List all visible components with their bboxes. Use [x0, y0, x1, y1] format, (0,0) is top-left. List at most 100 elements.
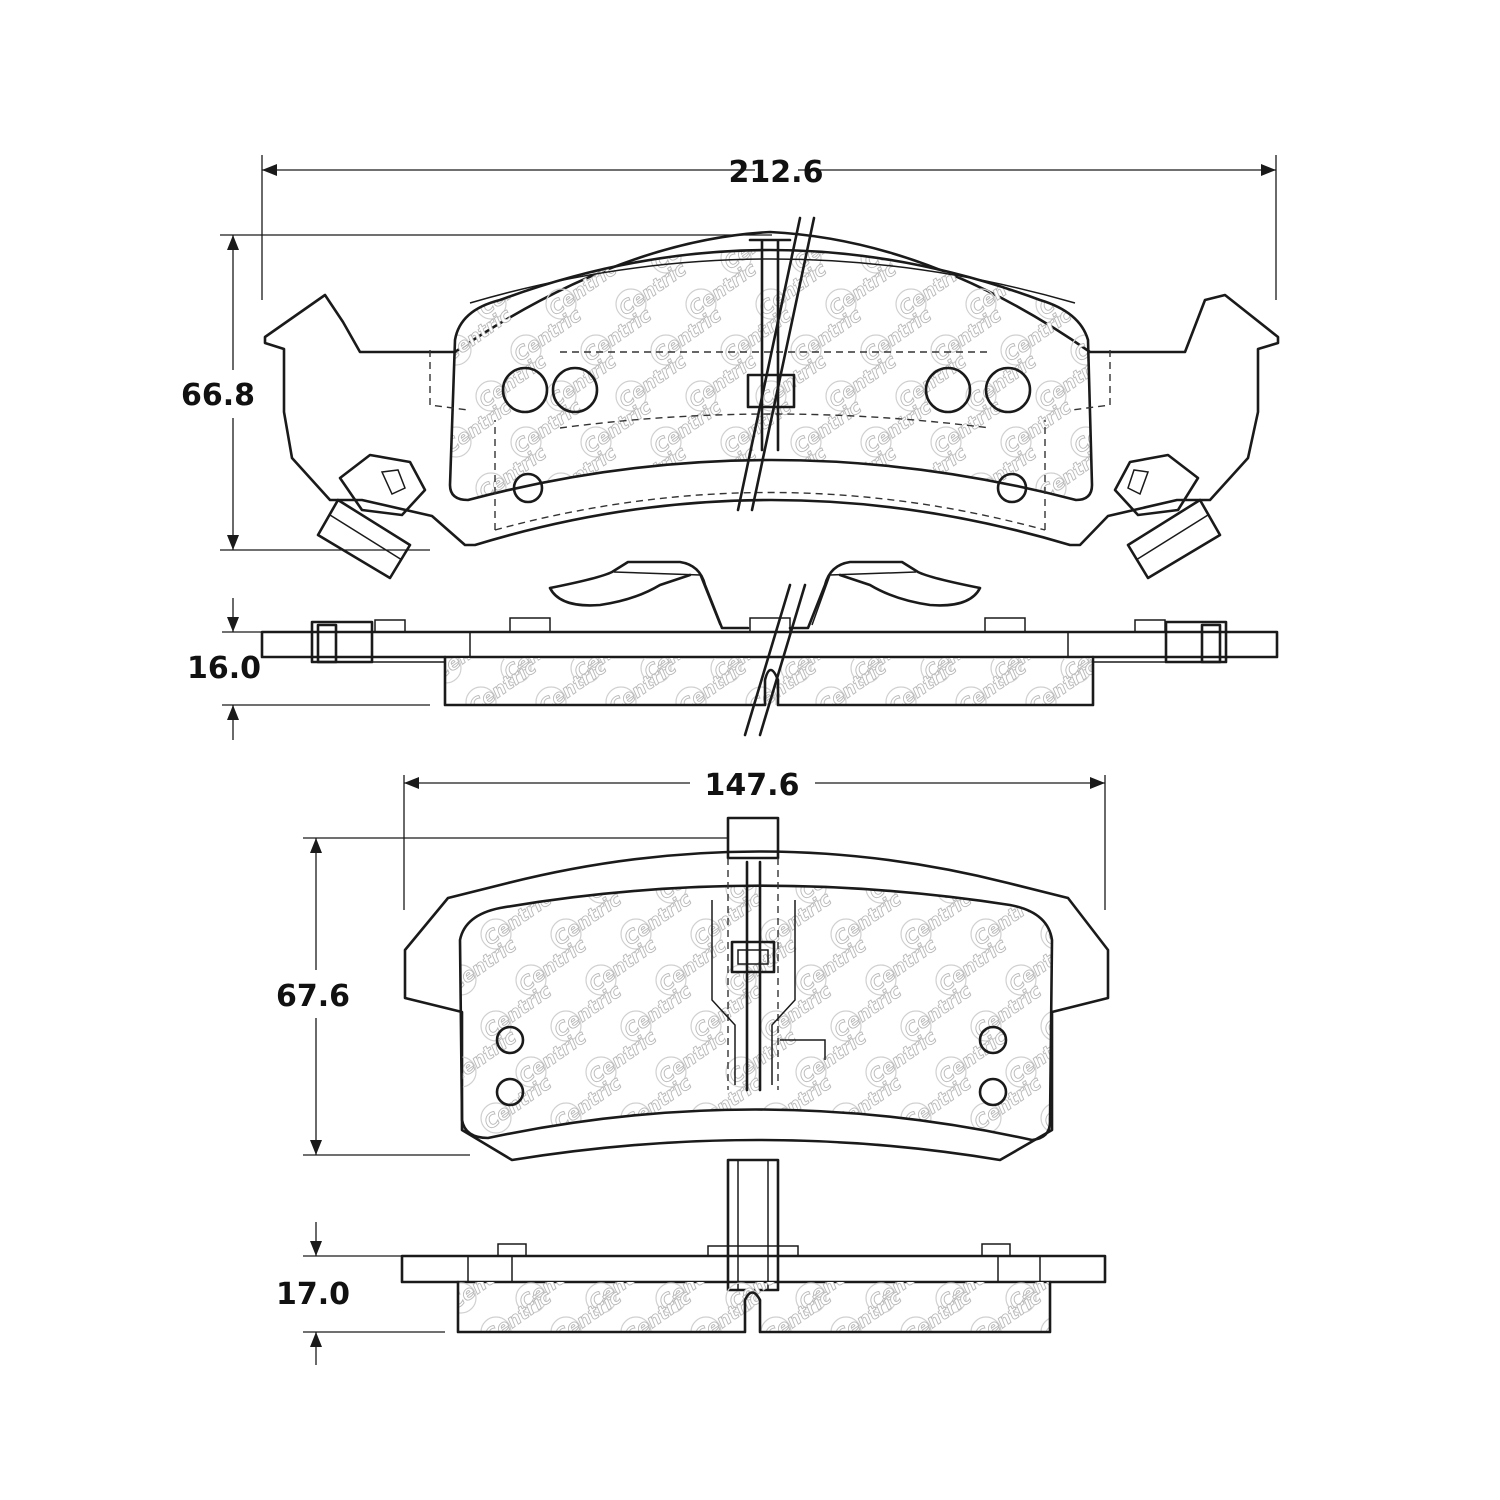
watermark-text: Centric — [620, 888, 696, 950]
watermark-text: Centric — [930, 304, 1006, 366]
watermark-ring — [990, 658, 1022, 684]
watermark-ring — [830, 1316, 862, 1332]
watermark-ring — [720, 334, 752, 366]
watermark-text: Centric — [1070, 396, 1146, 458]
watermark-text: Centric — [1035, 258, 1111, 320]
pad1-side-view: CentricCentricCentricCentricCentricCentr… — [260, 560, 1279, 737]
watermark-ring — [650, 334, 682, 366]
watermark-ring — [1070, 250, 1092, 274]
watermark-ring — [545, 288, 577, 320]
watermark-ring — [965, 380, 997, 412]
watermark-text: Centric — [930, 212, 1006, 274]
watermark-text: Centric — [475, 350, 551, 412]
watermark-text: Centric — [725, 1026, 801, 1088]
watermark-ring — [675, 686, 707, 705]
watermark-text: Centric — [825, 350, 901, 412]
watermark-text: Centric — [935, 842, 1011, 904]
watermark-ring — [580, 426, 612, 458]
watermark-text: Centric — [685, 350, 761, 412]
dim-pad1-height: 66.8 — [181, 378, 255, 413]
watermark-text: Centric — [440, 304, 516, 366]
watermark-ring — [865, 964, 897, 996]
watermark-ring — [1000, 250, 1032, 274]
watermark-ring — [510, 334, 542, 366]
pad2-side-friction — [456, 1280, 1052, 1334]
watermark-ring — [725, 1282, 757, 1314]
watermark-ring — [580, 334, 612, 366]
watermark-text: Centric — [795, 842, 871, 904]
watermark-ring — [825, 288, 857, 320]
watermark-ring — [685, 380, 717, 412]
pad2-side-backing-plate — [400, 1254, 1107, 1284]
watermark-text: Centric — [510, 212, 586, 274]
watermark-text: Centric — [830, 888, 906, 950]
watermark-text: Centric — [795, 934, 871, 996]
pad1-friction-material — [448, 248, 1094, 502]
watermark-ring — [970, 1010, 1002, 1042]
watermark-ring — [515, 1056, 547, 1088]
watermark-ring — [615, 472, 647, 500]
watermark-ring — [860, 426, 892, 458]
watermark-text: Centric — [970, 1072, 1046, 1134]
watermark-ring — [720, 250, 752, 274]
watermark-ring — [690, 1010, 722, 1042]
watermark-text: Centric — [515, 934, 591, 996]
watermark-text: Centric — [830, 1072, 906, 1134]
watermark-ring — [480, 1102, 512, 1134]
watermark-text: Centric — [445, 934, 521, 996]
watermark-text: Centric — [615, 442, 691, 504]
watermark-text: Centric — [965, 442, 1041, 504]
watermark-ring — [790, 426, 822, 458]
watermark-ring — [585, 1056, 617, 1088]
watermark-ring — [790, 334, 822, 366]
watermark-ring — [1025, 686, 1057, 705]
watermark-ring — [450, 426, 472, 458]
watermark-text: Centric — [510, 304, 586, 366]
watermark-text: Centric — [1000, 396, 1076, 458]
watermark-text: Centric — [1070, 304, 1146, 366]
watermark-ring — [535, 686, 567, 705]
watermark-text: Centric — [930, 396, 1006, 458]
watermark-ring — [1000, 334, 1032, 366]
watermark-text: Centric — [580, 304, 656, 366]
watermark-text: Centric — [620, 1072, 696, 1134]
watermark-ring — [690, 1316, 722, 1332]
watermark-text: Centric — [790, 304, 866, 366]
watermark-ring — [480, 918, 512, 950]
pad1-side-friction — [443, 655, 1095, 707]
watermark-ring — [965, 288, 997, 320]
pad1-side-watermark-pattern: CentricCentricCentricCentricCentricCentr… — [445, 658, 1093, 705]
watermark-text: Centric — [860, 396, 936, 458]
watermark-ring — [615, 380, 647, 412]
watermark-text: Centric — [475, 258, 551, 320]
watermark-ring — [465, 686, 497, 705]
watermark-text: Centric — [480, 888, 556, 950]
watermark-ring — [685, 472, 717, 500]
watermark-ring — [650, 426, 682, 458]
watermark-text: Centric — [550, 888, 626, 950]
watermark-ring — [885, 686, 917, 705]
watermark-text: Centric — [965, 258, 1041, 320]
watermark-ring — [1040, 1102, 1052, 1134]
watermark-ring — [895, 472, 927, 500]
pad2-side-watermark-pattern: CentricCentricCentricCentricCentricCentr… — [458, 1282, 1050, 1332]
watermark-text: Centric — [860, 304, 936, 366]
watermark-ring — [620, 1316, 652, 1332]
watermark-ring — [550, 1010, 582, 1042]
watermark-ring — [585, 964, 617, 996]
watermark-ring — [760, 1316, 792, 1332]
watermark-text: Centric — [655, 1026, 731, 1088]
watermark-text: Centric — [1070, 212, 1146, 274]
watermark-ring — [458, 1282, 477, 1314]
watermark-ring — [450, 250, 472, 274]
watermark-ring — [510, 250, 542, 274]
watermark-text: Centric — [895, 350, 971, 412]
watermark-text: Centric — [865, 934, 941, 996]
watermark-ring — [510, 426, 542, 458]
watermark-ring — [935, 964, 967, 996]
watermark-ring — [745, 686, 777, 705]
watermark-ring — [900, 918, 932, 950]
watermark-ring — [585, 1282, 617, 1314]
pad1-front-view: CentricCentricCentricCentricCentricCentr… — [263, 212, 1280, 580]
watermark-ring — [620, 1010, 652, 1042]
